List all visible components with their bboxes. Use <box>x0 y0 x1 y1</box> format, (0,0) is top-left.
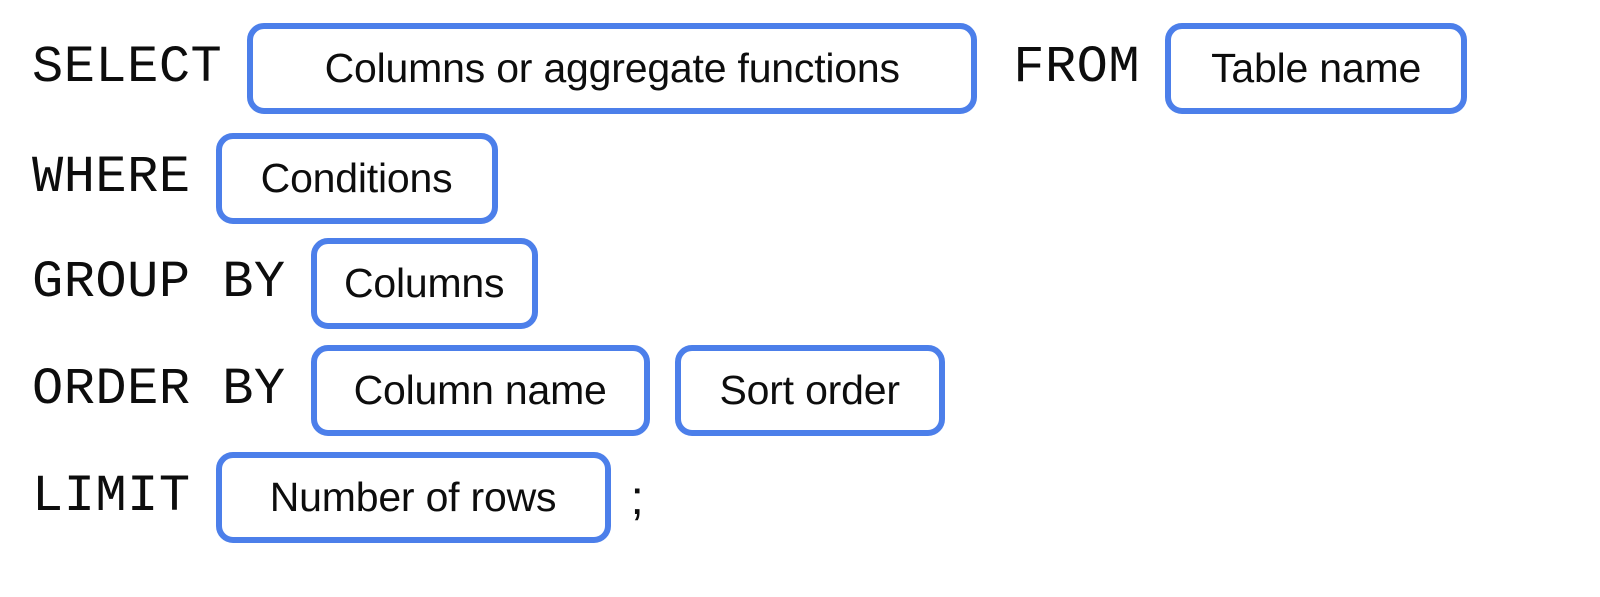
clause-row-group-by: GROUP BY Columns <box>32 228 538 338</box>
slot-number-of-rows[interactable]: Number of rows <box>215 451 611 543</box>
slot-sort-order[interactable]: Sort order <box>674 344 945 436</box>
slot-table-name[interactable]: Table name <box>1165 22 1468 114</box>
sql-keyword-where: WHERE <box>32 148 191 207</box>
slot-label: Columns or aggregate functions <box>324 44 900 91</box>
clause-row-limit: LIMIT Number of rows ; <box>32 442 644 552</box>
slot-label: Columns <box>343 259 505 306</box>
sql-keyword-order-by: ORDER BY <box>32 360 286 419</box>
slot-order-by-column-name[interactable]: Column name <box>310 344 650 436</box>
slot-group-by-columns[interactable]: Columns <box>310 237 538 329</box>
slot-label: Conditions <box>260 154 453 201</box>
clause-row-where: WHERE Conditions <box>32 123 498 233</box>
sql-keyword-from: FROM <box>1013 38 1141 97</box>
slot-label: Sort order <box>719 366 900 413</box>
sql-keyword-select: SELECT <box>32 38 223 97</box>
slot-label: Column name <box>353 366 607 413</box>
sql-keyword-group-by: GROUP BY <box>32 253 286 312</box>
slot-label: Number of rows <box>269 473 557 520</box>
slot-conditions[interactable]: Conditions <box>215 132 498 224</box>
slot-label: Table name <box>1211 44 1422 91</box>
clause-row-order-by: ORDER BY Column name Sort order <box>32 335 945 445</box>
sql-keyword-limit: LIMIT <box>32 467 191 526</box>
slot-columns-or-aggregate-functions[interactable]: Columns or aggregate functions <box>247 22 978 114</box>
clause-row-select: SELECT Columns or aggregate functions FR… <box>32 13 1468 123</box>
statement-terminator-semicolon: ; <box>630 472 644 525</box>
